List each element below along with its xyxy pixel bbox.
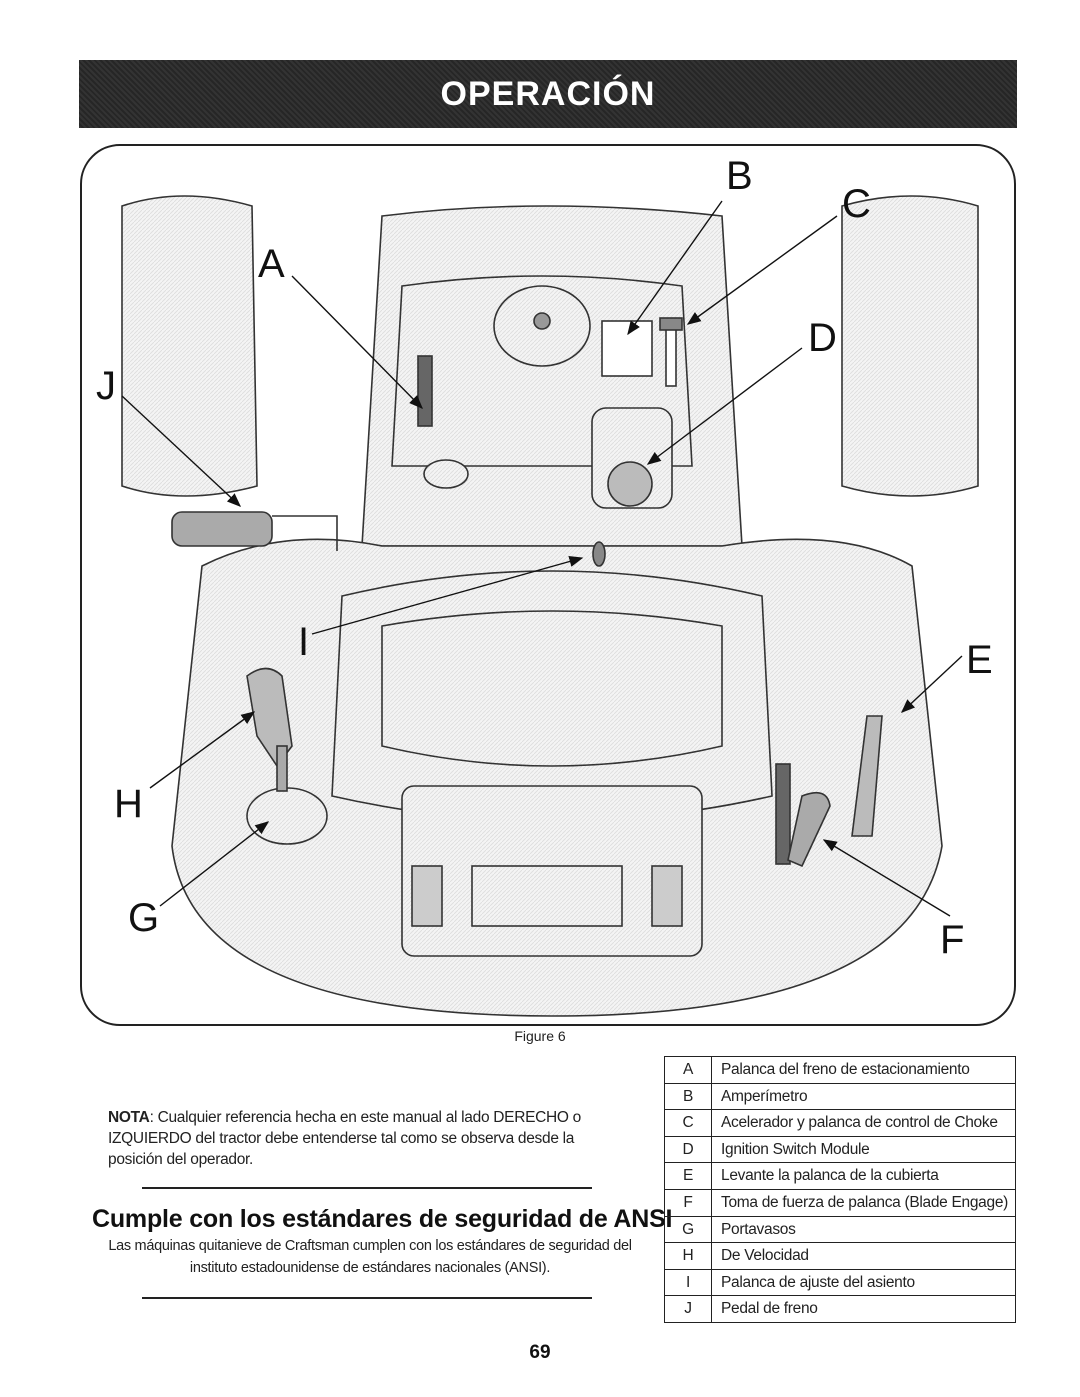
legend-key: D [664,1135,712,1164]
right-tire [841,195,979,497]
callout-e: E [966,638,993,682]
tractor-figure: A B C D E F G H I J [80,144,1016,1026]
section-title: OPERACIÓN [440,74,656,113]
legend-label: Levante la palanca de la cubierta [711,1162,1016,1190]
legend-label: Pedal de freno [711,1295,1016,1323]
seat-adjust [592,541,606,567]
legend-key: A [664,1056,712,1084]
note: NOTA: Cualquier referencia hecha en este… [108,1107,608,1170]
callout-b: B [726,154,753,198]
callout-g: G [128,896,160,940]
legend-label: Ignition Switch Module [711,1135,1016,1164]
callout-j: J [96,364,116,408]
legend-key: C [664,1109,712,1137]
callout-c: C [842,182,871,226]
legend-key: I [664,1268,712,1297]
legend-label: Palanca de ajuste del asiento [711,1268,1016,1297]
legend-label: Acelerador y palanca de control de Choke [711,1109,1016,1137]
legend-key: B [664,1082,712,1111]
divider-top [142,1187,592,1189]
parking-brake-lever [417,355,433,427]
legend-label: Amperímetro [711,1082,1016,1111]
legend-key: H [664,1242,712,1270]
callout-d: D [808,316,837,360]
legend-label: Toma de fuerza de palanca (Blade Engage) [711,1188,1016,1217]
legend-label: De Velocidad [711,1242,1016,1270]
callout-a: A [258,242,285,286]
brake-pedal [171,511,273,547]
legend-key: G [664,1215,712,1244]
ansi-body: Las máquinas quitanieve de Craftsman cum… [108,1238,632,1276]
callout-i: I [298,620,310,664]
cup-holder [246,787,328,845]
note-text: : Cualquier referencia hecha en este man… [108,1109,582,1168]
throttle-lever [665,325,677,387]
callout-h: H [114,782,143,826]
divider-bottom [142,1297,592,1299]
ansi-heading: Cumple con los estándares de seguridad d… [92,1205,673,1233]
ammeter [601,320,653,377]
legend-label: Portavasos [711,1215,1016,1244]
note-label: NOTA [108,1109,150,1126]
page-number: 69 [529,1342,551,1363]
deck-lift-lever [851,715,883,837]
legend-label: Palanca del freno de estacionamiento [711,1056,1016,1084]
legend-key: J [664,1295,712,1323]
left-tire [121,195,258,497]
legend-key: E [664,1162,712,1190]
legend-key: F [664,1188,712,1217]
figure-caption: Figure 6 [514,1028,566,1044]
callout-f: F [940,918,965,962]
section-header: OPERACIÓN [79,60,1017,128]
tractor-illustration [121,195,979,1017]
pto-lever [787,791,831,868]
